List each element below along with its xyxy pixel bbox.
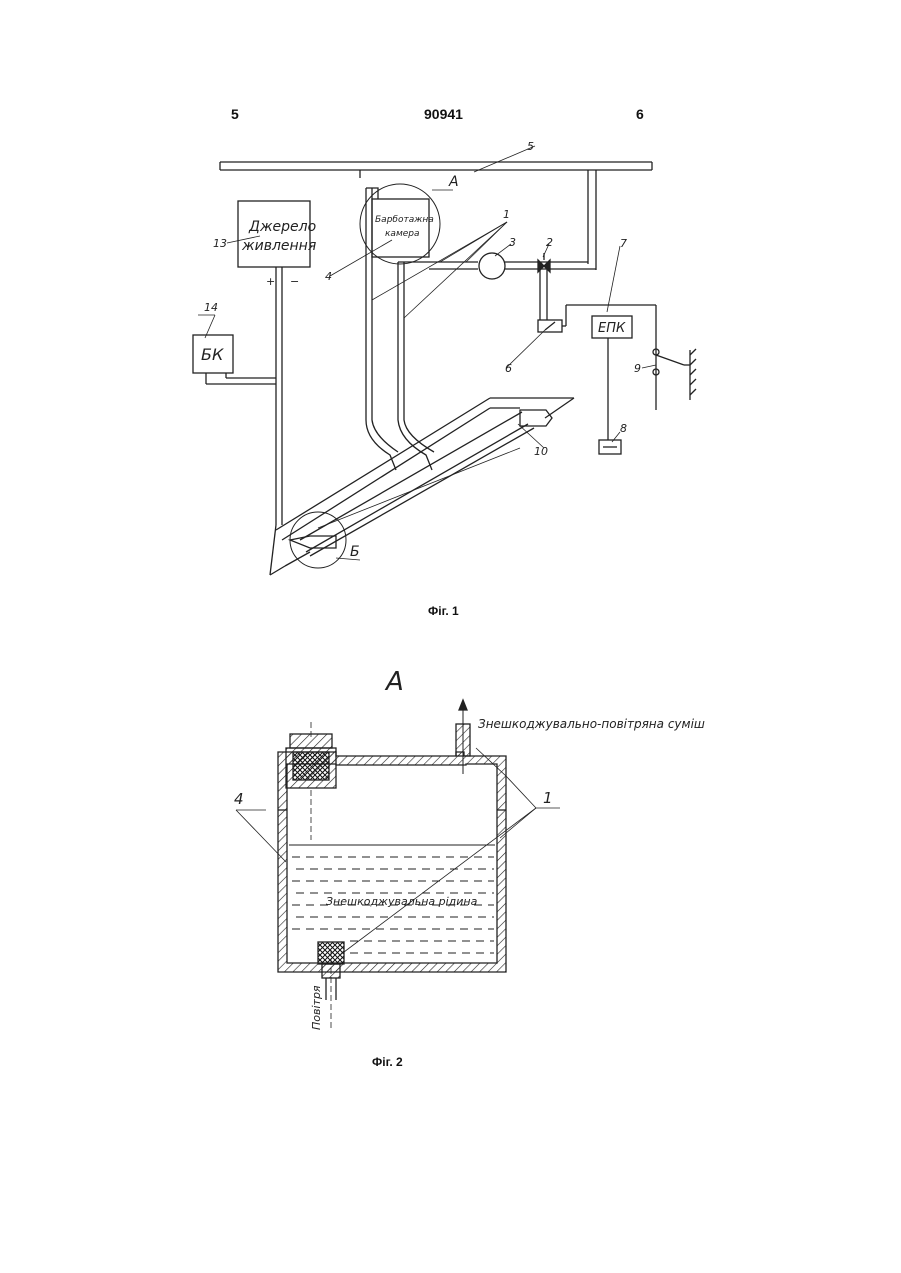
power-source-line2: живлення — [241, 238, 316, 254]
ref-2: 2 — [546, 236, 553, 249]
ref-4: 4 — [325, 270, 332, 283]
power-plus: + — [266, 275, 275, 288]
control-unit-label: БК — [201, 345, 224, 364]
output-label: Знешкоджувально-повітряна суміш — [478, 717, 705, 731]
flow-meter — [479, 253, 505, 279]
nozzle-lower — [290, 536, 336, 548]
figure-1-caption: Фіг. 1 — [428, 604, 459, 618]
power-minus: − — [290, 275, 299, 288]
figure-2 — [236, 700, 560, 1030]
ref-8: 8 — [620, 422, 627, 435]
ref-6: 6 — [505, 362, 512, 375]
top-filter-mesh — [293, 752, 329, 780]
bubble-chamber-box — [372, 199, 429, 257]
ref-10: 10 — [534, 445, 548, 458]
epk-label: ЕПК — [598, 321, 626, 336]
nozzle-upper — [520, 410, 552, 426]
ref-1: 1 — [503, 208, 510, 221]
power-source-line1: Джерело — [248, 219, 316, 235]
bubble-chamber-line2: камера — [385, 229, 420, 239]
fig2-ref-4: 4 — [234, 790, 244, 808]
ref-14: 14 — [204, 301, 218, 314]
sloped-tubes — [276, 398, 574, 568]
ref-13: 13 — [213, 237, 227, 250]
callout-B-label: Б — [350, 544, 360, 560]
leader-lines — [198, 146, 656, 560]
ref-7: 7 — [620, 237, 627, 250]
figure-1 — [193, 146, 696, 575]
figure-2-caption: Фіг. 2 — [372, 1055, 403, 1069]
ref-5: 5 — [527, 140, 534, 153]
callout-A-label: А — [448, 174, 459, 190]
ref-9: 9 — [634, 362, 641, 375]
view-A-label: А — [384, 667, 404, 697]
liquid-label: Знешкоджувальна рідина — [326, 895, 478, 908]
ref-3: 3 — [509, 236, 516, 249]
figure-2-labels: А Знешкоджувально-повітряна суміш 4 1 Зн… — [234, 667, 705, 1030]
air-label: Повітря — [310, 985, 323, 1030]
top-plug — [286, 722, 336, 840]
bubble-chamber-line1: Барботажна — [375, 215, 434, 225]
fig2-ref-1: 1 — [543, 789, 553, 807]
figure-1-labels: 5 А 1 Джерело живлення Барботажна камера… — [201, 140, 641, 560]
